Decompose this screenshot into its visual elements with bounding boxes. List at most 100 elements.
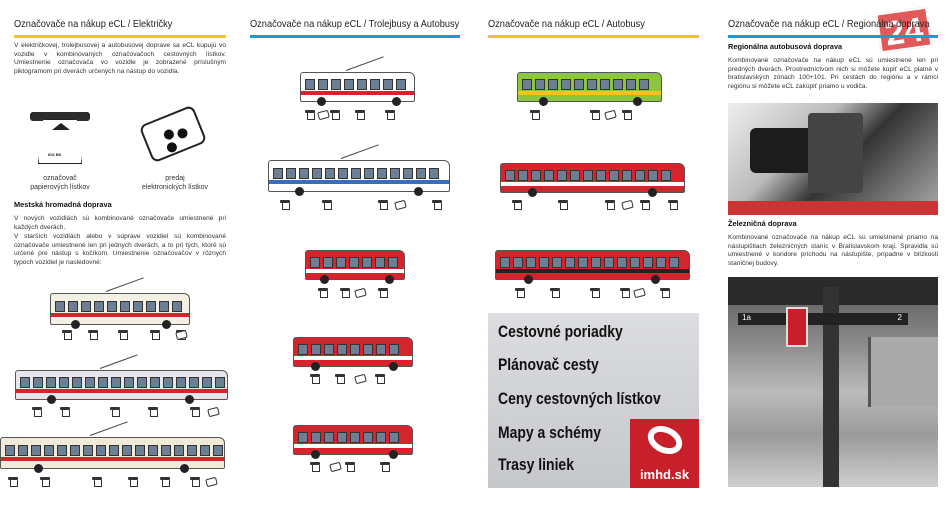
validator-pictogram-icon: [280, 200, 290, 210]
paragraph-new-vehicles: V nových vozidlách sú kombinované označo…: [14, 215, 226, 231]
card-pictogram-icon: [604, 109, 617, 121]
window: [363, 344, 373, 355]
current-collector: [89, 421, 128, 436]
window: [137, 377, 147, 388]
validator-pictogram-icon: [190, 407, 200, 417]
validator-pictogram-icon: [512, 200, 522, 210]
promo-item[interactable]: Plánovač cesty: [498, 355, 599, 374]
validator-pictogram-icon: [378, 288, 388, 298]
wheel: [413, 187, 423, 196]
window: [522, 79, 532, 90]
promo-item[interactable]: Cestovné poriadky: [498, 322, 623, 341]
window: [344, 79, 354, 90]
promo-item[interactable]: Mapy a schémy: [498, 423, 602, 442]
window: [46, 377, 56, 388]
imhd-promo-box[interactable]: Cestovné poriadky Plánovač cesty Ceny ce…: [488, 313, 699, 488]
livery-stripe: [294, 443, 412, 448]
imhd-brand-text: imhd.sk: [639, 467, 690, 482]
window: [337, 432, 347, 443]
validator-pictogram-icon: [330, 110, 340, 120]
validator-pictogram-icon: [375, 374, 385, 384]
window: [609, 170, 619, 181]
window: [31, 444, 41, 456]
card-icon: [138, 104, 208, 166]
wheel: [385, 275, 394, 284]
heading-rule: [488, 35, 699, 38]
window: [305, 79, 315, 90]
window: [376, 432, 386, 443]
window: [390, 167, 400, 179]
validator-pictogram-icon: [530, 110, 540, 120]
caption-line: označovač: [43, 175, 77, 182]
validator-pictogram-icon: [310, 462, 320, 472]
window: [299, 167, 309, 179]
articulated-bus-illustration: [500, 163, 685, 193]
window: [548, 79, 558, 90]
window: [59, 377, 69, 388]
bus-validator-photo: [728, 103, 938, 215]
window: [656, 257, 666, 268]
window: [109, 444, 119, 456]
validator-pictogram-icon: [148, 407, 158, 417]
window: [513, 257, 523, 268]
window: [570, 170, 580, 181]
window: [377, 167, 387, 179]
window: [172, 300, 182, 312]
current-collector: [345, 56, 384, 71]
validator-pictogram-icon: [660, 288, 670, 298]
window: [376, 344, 386, 355]
window: [350, 344, 360, 355]
ids-logo: IDS BK: [48, 152, 62, 157]
promo-item[interactable]: Ceny cestovných lístkov: [498, 389, 661, 408]
window: [639, 79, 649, 90]
window: [146, 300, 156, 312]
livery-stripe: [301, 90, 414, 95]
window: [311, 344, 321, 355]
window: [213, 444, 223, 456]
window: [604, 257, 614, 268]
window: [298, 432, 308, 443]
window: [187, 444, 197, 456]
window: [613, 79, 623, 90]
window: [298, 344, 308, 355]
window: [150, 377, 160, 388]
window: [57, 444, 67, 456]
imhd-swoosh-icon: [643, 420, 687, 460]
window: [600, 79, 610, 90]
promo-item[interactable]: Trasy liniek: [498, 455, 574, 474]
validator-pictogram-icon: [640, 200, 650, 210]
imhd-logo[interactable]: imhd.sk: [630, 419, 699, 488]
window: [135, 444, 145, 456]
window: [33, 377, 43, 388]
caption-line: papierových lístkov: [30, 183, 90, 191]
window: [325, 167, 335, 179]
window: [557, 170, 567, 181]
wheel: [311, 450, 320, 459]
wheel: [295, 187, 305, 196]
validator-pictogram-icon: [380, 462, 390, 472]
window: [286, 167, 296, 179]
wheel: [180, 464, 189, 473]
validator-pictogram-icon: [355, 110, 365, 120]
window: [648, 170, 658, 181]
platform-sign: 2: [897, 313, 902, 322]
window: [311, 432, 321, 443]
validator-pictogram-icon: [385, 110, 395, 120]
tram-illustration: [50, 293, 190, 325]
heading-rule: [14, 35, 226, 38]
window: [94, 300, 104, 312]
wheel: [633, 97, 642, 106]
window: [596, 170, 606, 181]
wheel: [185, 395, 195, 404]
window: [561, 79, 571, 90]
window: [159, 300, 169, 312]
window: [383, 79, 393, 90]
window: [68, 300, 78, 312]
heading-regional: Označovače na nákup eCL / Regionálna dop…: [728, 18, 930, 30]
livery-stripe: [501, 181, 684, 186]
validator-pictogram-icon: [378, 200, 388, 210]
regional-bus-text: Kombinované označovače na nákup eCL sú u…: [728, 57, 938, 90]
window: [324, 432, 334, 443]
tram-illustration: [0, 437, 225, 469]
